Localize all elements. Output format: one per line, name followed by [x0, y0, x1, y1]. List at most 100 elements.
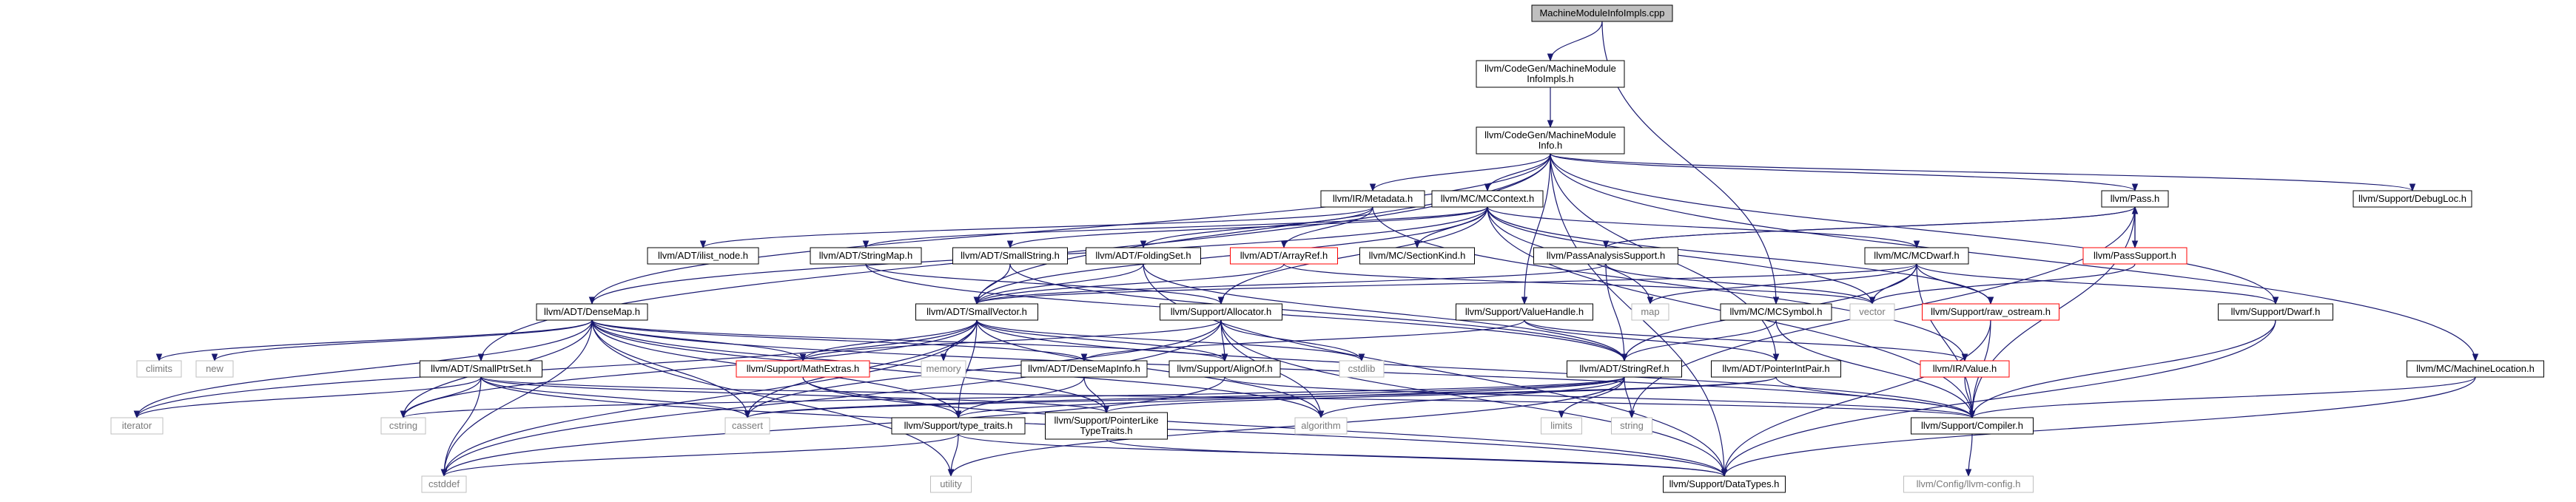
edge-rawostream-to-datatypes	[1721, 319, 1991, 478]
node-irvalue[interactable]: llvm/IR/Value.h	[1920, 360, 2010, 378]
node-box	[536, 303, 648, 321]
node-mathextras[interactable]: llvm/Support/MathExtras.h	[736, 360, 870, 378]
node-rawostream[interactable]: llvm/Support/raw_ostream.h	[1922, 303, 2059, 321]
node-mcdwarf[interactable]: llvm/MC/MCDwarf.h	[1864, 247, 1969, 265]
edge-metadata-to-arrayref	[1280, 206, 1373, 249]
edge-valuehandle-to-pointerintpair	[1524, 319, 1780, 362]
node-label: map	[1641, 306, 1659, 317]
node-mmiimpls[interactable]: llvm/CodeGen/MachineModuleInfoImpls.h	[1476, 60, 1625, 88]
node-label: llvm/Support/ValueHandle.h	[1465, 306, 1584, 317]
edge-mcdwarf-to-smallvector	[974, 263, 1917, 305]
node-smallstring[interactable]: llvm/ADT/SmallString.h	[952, 247, 1068, 265]
edge-mmi-to-machinelocation	[1550, 153, 2479, 362]
node-foldingset[interactable]: llvm/ADT/FoldingSet.h	[1086, 247, 1201, 265]
node-label: iterator	[122, 420, 152, 431]
node-box	[110, 417, 164, 435]
node-box	[1864, 247, 1969, 265]
node-cstdlib: cstdlib	[1339, 360, 1385, 378]
node-pass[interactable]: llvm/Pass.h	[2101, 190, 2169, 208]
node-pointerintpair[interactable]: llvm/ADT/PointerIntPair.h	[1711, 360, 1841, 378]
node-root[interactable]: MachineModuleInfoImpls.cpp	[1531, 4, 1673, 22]
node-box	[1711, 360, 1841, 378]
edge-smallptrset-to-iterator	[133, 376, 482, 419]
node-debugloc[interactable]: llvm/Support/DebugLoc.h	[2353, 190, 2472, 208]
node-mcsymbol[interactable]: llvm/MC/MCSymbol.h	[1720, 303, 1832, 321]
node-box	[724, 417, 770, 435]
edge-mmi-to-densemap	[588, 153, 1551, 305]
edge-foldingset-to-stringref	[1143, 263, 1628, 362]
node-memory: memory	[921, 360, 966, 378]
edge-densemap-to-cstddef	[440, 319, 593, 478]
node-densemap[interactable]: llvm/ADT/DenseMap.h	[536, 303, 648, 321]
edge-foldingset-to-smallvector	[973, 263, 1144, 305]
node-metadata[interactable]: llvm/IR/Metadata.h	[1320, 190, 1425, 208]
node-passsupport[interactable]: llvm/PassSupport.h	[2082, 247, 2187, 265]
node-vector: vector	[1849, 303, 1895, 321]
edge-allocator-to-mathextras	[799, 319, 1222, 362]
edge-stringref-to-cstring	[400, 376, 1625, 419]
node-label: llvm/Support/Compiler.h	[1921, 420, 2023, 431]
node-mccontext[interactable]: llvm/MC/MCContext.h	[1431, 190, 1544, 208]
edge-mmi-to-pass	[1550, 153, 2139, 192]
node-box	[195, 360, 234, 378]
edge-mcdwarf-to-supportdwarf	[1916, 263, 2279, 305]
node-passanalysis[interactable]: llvm/PassAnalysisSupport.h	[1533, 247, 1678, 265]
edge-densemap-to-iterator	[133, 319, 593, 419]
node-label: utility	[940, 478, 962, 489]
node-label: cstdlib	[1348, 363, 1376, 374]
node-mmi[interactable]: llvm/CodeGen/MachineModuleInfo.h	[1476, 126, 1625, 155]
node-supportdwarf[interactable]: llvm/Support/Dwarf.h	[2218, 303, 2333, 321]
node-box	[1663, 475, 1786, 493]
node-densemapinfo[interactable]: llvm/ADT/DenseMapInfo.h	[1020, 360, 1148, 378]
node-box	[1476, 60, 1625, 88]
node-allocator[interactable]: llvm/Support/Allocator.h	[1160, 303, 1282, 321]
node-label: llvm/MC/MCContext.h	[1441, 193, 1534, 204]
node-valuehandle[interactable]: llvm/Support/ValueHandle.h	[1456, 303, 1593, 321]
node-box	[380, 417, 426, 435]
node-label: llvm/ADT/DenseMapInfo.h	[1028, 363, 1140, 374]
node-box	[952, 247, 1068, 265]
node-ilistnode[interactable]: llvm/ADT/ilist_node.h	[647, 247, 759, 265]
edge-smallvector-to-memory	[940, 319, 978, 362]
node-smallptrset[interactable]: llvm/ADT/SmallPtrSet.h	[420, 360, 542, 378]
node-label: InfoImpls.h	[1527, 73, 1574, 84]
edge-supportdwarf-to-compiler	[1968, 319, 2276, 419]
edge-passanalysis-to-smallvector	[973, 263, 1607, 305]
edge-supportdwarf-to-datatypes	[1721, 319, 2276, 478]
node-box	[1168, 360, 1281, 378]
node-label: llvm/ADT/ilist_node.h	[658, 250, 748, 261]
node-cstring: cstring	[380, 417, 426, 435]
node-label: llvm/Support/type_traits.h	[904, 420, 1013, 431]
node-label: llvm/ADT/FoldingSet.h	[1095, 250, 1191, 261]
edge-mcdwarf-to-map	[1647, 263, 1917, 305]
node-smallvector[interactable]: llvm/ADT/SmallVector.h	[915, 303, 1038, 321]
edge-mccontext-to-vector	[1487, 206, 1876, 305]
edge-mccontext-to-stringmap	[862, 206, 1488, 249]
node-layer: MachineModuleInfoImpls.cpp llvm/CodeGen/M…	[110, 4, 2544, 493]
node-iterator: iterator	[110, 417, 164, 435]
node-label: climits	[146, 363, 173, 374]
node-alignof[interactable]: llvm/Support/AlignOf.h	[1168, 360, 1281, 378]
node-datatypes[interactable]: llvm/Support/DataTypes.h	[1663, 475, 1786, 493]
node-box	[1339, 360, 1385, 378]
node-typetraits[interactable]: llvm/Support/type_traits.h	[891, 417, 1026, 435]
node-label: vector	[1859, 306, 1886, 317]
node-box	[1611, 417, 1652, 435]
node-string: string	[1611, 417, 1652, 435]
edge-metadata-to-ilistnode	[700, 206, 1373, 249]
edge-arrayref-to-smallvector	[973, 263, 1285, 305]
edge-allocator-to-cstdlib	[1220, 319, 1365, 362]
edge-smallvector-to-cstddef	[440, 319, 978, 478]
node-box	[1294, 417, 1348, 435]
node-label: llvm/Support/raw_ostream.h	[1931, 306, 2051, 317]
node-box	[1903, 475, 2034, 493]
node-stringref[interactable]: llvm/ADT/StringRef.h	[1567, 360, 1682, 378]
node-box	[810, 247, 922, 265]
node-sectionkind[interactable]: llvm/MC/SectionKind.h	[1359, 247, 1475, 265]
node-machinelocation[interactable]: llvm/MC/MachineLocation.h	[2407, 360, 2544, 378]
node-arrayref[interactable]: llvm/ADT/ArrayRef.h	[1230, 247, 1338, 265]
node-compiler[interactable]: llvm/Support/Compiler.h	[1911, 417, 2034, 435]
node-box	[1160, 303, 1282, 321]
node-stringmap[interactable]: llvm/ADT/StringMap.h	[810, 247, 922, 265]
